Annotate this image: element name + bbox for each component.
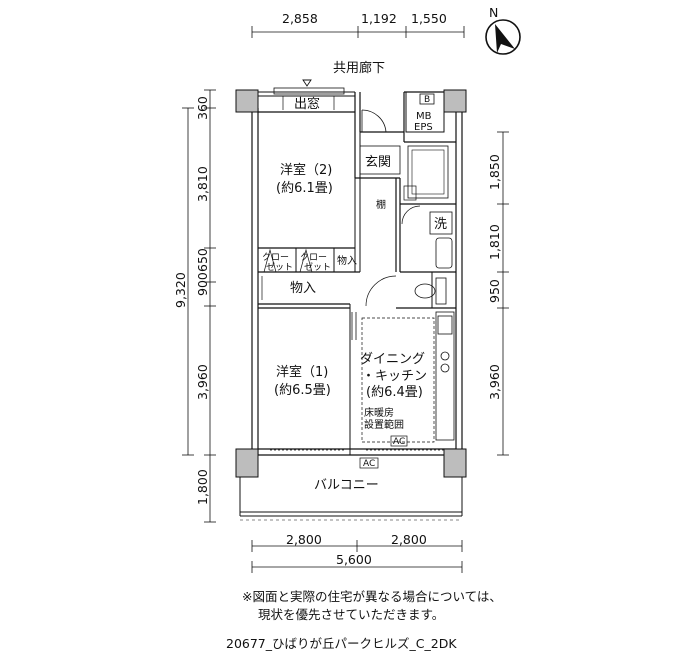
- shoe-cabinet: [407, 145, 449, 199]
- compass-icon: N: [485, 5, 521, 55]
- north-label: N: [489, 5, 498, 20]
- ac-outdoor-box: [359, 457, 379, 469]
- closet-1-label-a: クロー: [262, 252, 289, 263]
- bay-window-label: 出窓: [294, 96, 320, 112]
- western-room-1-size: (約6.5畳): [274, 383, 331, 398]
- dim-top-1: 2,858: [282, 11, 318, 26]
- entrance-door: [361, 109, 387, 133]
- top-dimension-line: [251, 26, 465, 38]
- dim-top-3: 1,550: [411, 11, 447, 26]
- left-dimension-lines: [182, 89, 216, 523]
- dim-right-950: 950: [487, 279, 502, 303]
- ac-outdoor-label: AC: [363, 459, 375, 469]
- right-dimension-line: [497, 131, 509, 456]
- caption: 20677_ひばりが丘パークヒルズ_C_2DK: [226, 636, 457, 651]
- dim-left-3810: 3,810: [195, 166, 210, 202]
- closet-2-label-a: クロー: [300, 252, 327, 263]
- walls: [251, 91, 463, 456]
- dim-top-2: 1,192: [361, 11, 397, 26]
- shelf-box: [403, 185, 417, 201]
- dim-left-900: 900: [195, 272, 210, 296]
- toilet-door: [365, 275, 397, 307]
- mb-label: MB: [416, 111, 432, 122]
- mb-eps-box: [405, 91, 445, 133]
- washbasin: [435, 237, 453, 269]
- closet-1-label-b: ゼット: [266, 261, 293, 273]
- dim-right-1810: 1,810: [487, 224, 502, 260]
- storage-label: 物入: [290, 281, 316, 296]
- kitchen-area: [361, 317, 435, 443]
- western-room-2-label: 洋室（2): [280, 162, 332, 178]
- dining-kitchen-label-2: ・キッチン: [362, 369, 427, 384]
- dim-left-3960: 3,960: [195, 364, 210, 400]
- dim-right-1850: 1,850: [487, 154, 502, 190]
- dim-left-360: 360: [195, 96, 210, 120]
- kitchen-counter: [435, 311, 455, 441]
- dining-kitchen-label-1: ダイニング: [360, 352, 425, 367]
- ac-indoor-label: AC: [393, 437, 405, 447]
- toilet: [414, 277, 447, 305]
- western-room-2-size: (約6.1畳): [276, 181, 333, 196]
- corridor-label: 共用廊下: [333, 60, 385, 76]
- dim-right-3960: 3,960: [487, 364, 502, 400]
- floor-heating-label-2: 設置範囲: [364, 418, 404, 431]
- shoe-cabinet-inner: [411, 149, 445, 195]
- entrance-label: 玄関: [365, 155, 391, 170]
- floor-heating-label-1: 床暖房: [364, 406, 394, 419]
- washroom-box: [429, 211, 453, 235]
- b-box-label: B: [424, 95, 430, 105]
- washroom-label: 洗: [434, 217, 447, 232]
- dim-bottom-2: 2,800: [391, 532, 427, 547]
- disclaimer-line-1: ※図面と実際の住宅が異なる場合については、: [242, 589, 502, 604]
- bay-window: [273, 79, 345, 110]
- closet-doors: [261, 190, 356, 300]
- dim-left-total: 9,320: [173, 272, 188, 308]
- dim-bottom-total: 5,600: [336, 552, 372, 567]
- eps-label: EPS: [414, 122, 433, 133]
- balcony: [239, 477, 463, 521]
- balcony-label: バルコニー: [314, 478, 379, 493]
- dim-bottom-1: 2,800: [286, 532, 322, 547]
- ac-indoor-box: [390, 435, 408, 447]
- closet-2-label-b: ゼット: [304, 261, 331, 273]
- bottom-dimension-lines: [251, 540, 463, 573]
- dim-left-1800: 1,800: [195, 469, 210, 505]
- storage-small-label: 物入: [337, 254, 357, 267]
- disclaimer-line-2: 現状を優先させていただきます。: [258, 607, 445, 622]
- dining-kitchen-size: (約6.4畳): [366, 385, 423, 400]
- shelf-label: 棚: [376, 198, 386, 211]
- sliding-doors: [270, 312, 444, 451]
- western-room-1-label: 洋室（1): [276, 364, 328, 380]
- entrance-box: [359, 145, 401, 175]
- washroom-door: [401, 205, 421, 225]
- dim-left-650: 650: [195, 248, 210, 272]
